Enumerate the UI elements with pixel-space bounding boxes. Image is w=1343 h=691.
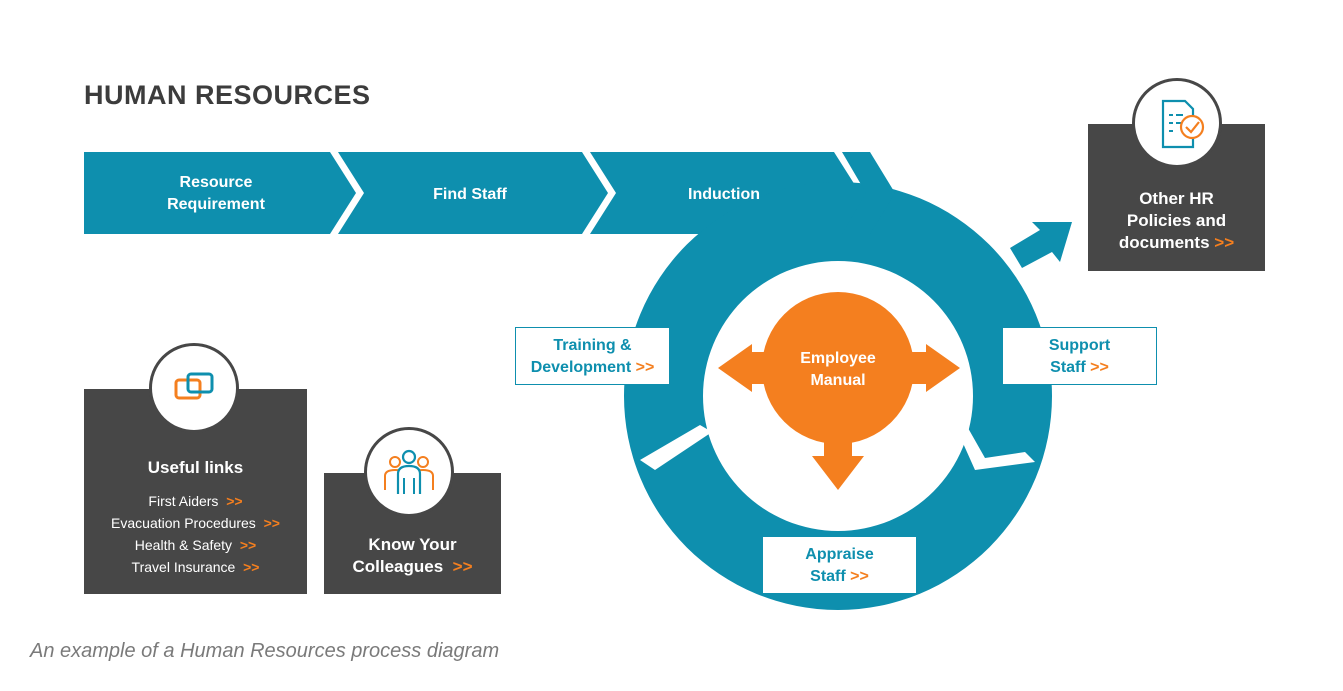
colleagues-line2: Colleagues >> [324,556,501,578]
chain-link-icon [174,372,214,400]
training-label-text: Development [530,359,632,376]
ring-gap-right [958,428,1035,470]
link-icon [149,343,239,433]
right-arrow [906,344,960,392]
chevron-cycle-tip [842,152,895,234]
employee-manual-label[interactable]: Employee Manual [778,348,898,392]
document-check-icon [1161,99,1205,149]
link-text: First Aiders [148,493,219,509]
employee-manual-circle [762,292,914,444]
other-hr-text: Other HR Policies and documents >> [1088,188,1265,254]
support-arrow: >> [1090,359,1109,376]
employee-manual-line1: Employee [800,350,876,367]
useful-links-heading: Useful links [147,458,244,477]
chevron-label-line: Resource [179,174,253,191]
other-hr-line3: documents >> [1088,232,1265,254]
appraise-label-text: Staff [810,568,846,585]
people-icon [364,427,454,517]
other-hr-line3-text: documents [1118,233,1210,252]
support-staff-box[interactable]: Support Staff >> [1002,327,1157,385]
support-label-text: Staff [1050,359,1086,376]
cycle-ring [624,182,1052,610]
link-text: Health & Safety [134,537,233,553]
link-evacuation-procedures[interactable]: Evacuation Procedures >> [84,512,307,534]
training-arrow: >> [635,359,655,376]
left-arrow [718,344,770,392]
page-title: HUMAN RESOURCES [84,80,371,110]
link-text: Travel Insurance [131,559,236,575]
colleagues-text: Know Your Colleagues >> [324,534,501,578]
chevron-find-staff [338,152,608,234]
colleagues-arrow: >> [452,557,473,576]
diagram-caption: An example of a Human Resources process … [30,640,500,662]
other-hr-line1: Other HR [1139,189,1214,208]
appraise-arrow: >> [850,568,869,585]
training-label-line2: Development >> [516,357,669,379]
link-travel-insurance[interactable]: Travel Insurance >> [84,556,307,578]
link-first-aiders[interactable]: First Aiders >> [84,490,307,512]
appraise-label-line1: Appraise [805,546,874,563]
colleagues-line1: Know Your [368,535,457,554]
useful-links-list: First Aiders >> Evacuation Procedures >>… [84,490,307,578]
link-arrow: >> [226,493,243,509]
other-hr-arrow: >> [1214,233,1235,252]
link-health-safety[interactable]: Health & Safety >> [84,534,307,556]
chevron-label-line: Requirement [167,196,265,213]
ring-gap-left [640,425,712,470]
chevron-label-resource-requirement: Resource Requirement [116,172,316,216]
training-development-box[interactable]: Training & Development >> [515,327,670,385]
appraise-label-line2: Staff >> [763,566,916,588]
document-icon [1132,78,1222,168]
group-people-icon [384,449,434,494]
chevron-label-induction: Induction [688,186,760,203]
link-text: Evacuation Procedures [111,515,256,531]
other-hr-line2: Policies and [1126,211,1227,230]
link-arrow: >> [263,515,280,531]
support-label-line2: Staff >> [1003,357,1156,379]
down-arrow [812,436,864,490]
chevron-label-find-staff: Find Staff [433,186,507,203]
employee-manual-line2: Manual [810,372,866,389]
other-hr-policies-box[interactable]: Other HR Policies and documents >> [1088,124,1265,271]
exit-arrow [1010,222,1072,268]
chevron-resource-requirement [84,152,356,234]
appraise-staff-box[interactable]: Appraise Staff >> [762,536,917,594]
support-label-line1: Support [1048,337,1111,354]
link-arrow: >> [243,559,260,575]
training-label-line1: Training & [553,337,632,354]
colleagues-line2-text: Colleagues [352,557,444,576]
know-your-colleagues-box[interactable]: Know Your Colleagues >> [324,473,501,594]
link-arrow: >> [239,537,257,553]
